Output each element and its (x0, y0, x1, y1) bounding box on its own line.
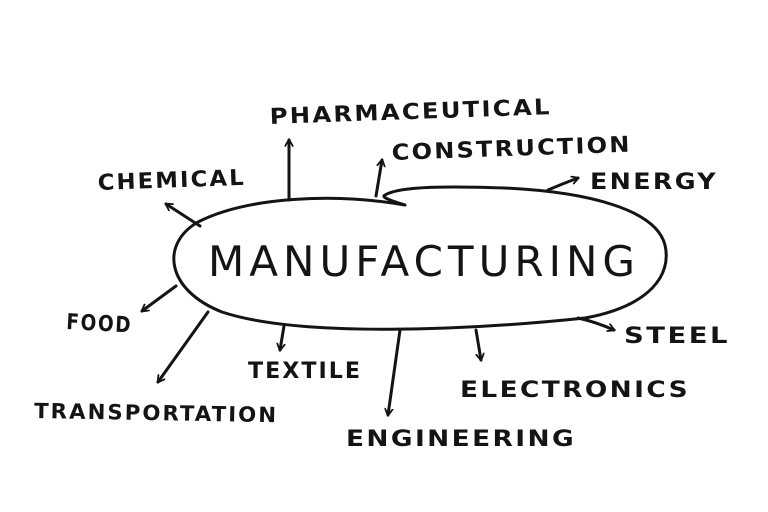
arrow-transportation (156, 310, 210, 382)
arrow-electronics (474, 328, 481, 360)
arrow-construction (374, 160, 382, 198)
label-chemical: CHEMICAL (97, 166, 246, 196)
label-transportation: TRANSPORTATION (34, 399, 278, 427)
arrow-energy (546, 178, 578, 192)
label-electronics: ELECTRONICS (460, 378, 690, 403)
label-construction: CONSTRUCTION (391, 133, 632, 166)
label-engineering: ENGINEERING (346, 427, 576, 452)
arrow-steel (576, 316, 614, 330)
label-food: FOOD (66, 310, 133, 338)
label-steel: STEEL (624, 324, 730, 349)
central-label: MANUFACTURING (208, 237, 640, 286)
arrow-food (142, 284, 178, 313)
label-textile: TEXTILE (248, 359, 362, 384)
label-energy: ENERGY (590, 170, 718, 195)
label-pharmaceutical: PHARMACEUTICAL (269, 95, 552, 130)
arrow-engineering (388, 328, 402, 415)
arrow-chemical (166, 202, 202, 228)
central-ellipse (172, 185, 668, 331)
arrow-textile (280, 324, 284, 350)
